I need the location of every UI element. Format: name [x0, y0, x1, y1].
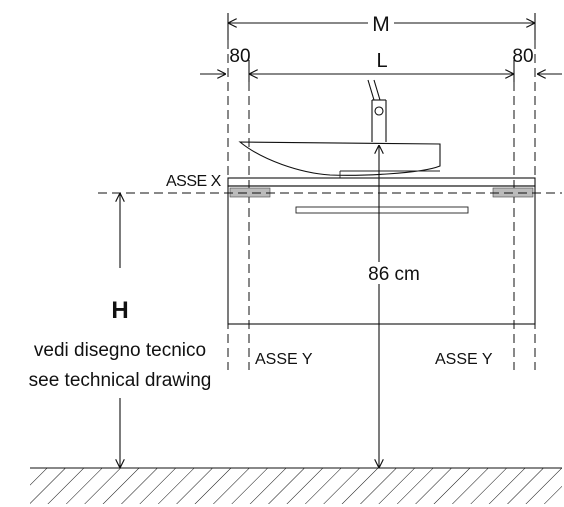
height-86-label: 86 cm [368, 264, 420, 285]
height-86-dimension: 86 cm [345, 145, 443, 468]
faucet-icon [367, 79, 387, 142]
dashed-extension-lines [227, 40, 536, 370]
dimension-l-label: L [376, 50, 387, 72]
height-note-italian: vedi disegno tecnico [34, 340, 206, 361]
right-offset-dimension: 80 [512, 46, 562, 74]
dimension-l: L [248, 50, 515, 82]
dimension-m: M [227, 8, 536, 40]
height-note-english: see technical drawing [29, 370, 212, 391]
floor-hatching [30, 467, 562, 504]
axis-y-right-label: ASSE Y [435, 351, 493, 368]
axis-x: ASSE X [98, 173, 562, 194]
axis-x-label: ASSE X [166, 173, 222, 190]
left-offset-label: 80 [229, 46, 250, 67]
height-h-dimension: H vedi disegno tecnico see technical dra… [29, 193, 212, 468]
vanity-cabinet [227, 177, 536, 325]
left-offset-dimension: 80 [200, 46, 251, 74]
dimension-m-label: M [372, 13, 390, 36]
vessel-basin [238, 141, 441, 178]
right-offset-label: 80 [512, 46, 533, 67]
axis-y-left-label: ASSE Y [255, 351, 313, 368]
height-h-symbol: H [111, 297, 128, 324]
